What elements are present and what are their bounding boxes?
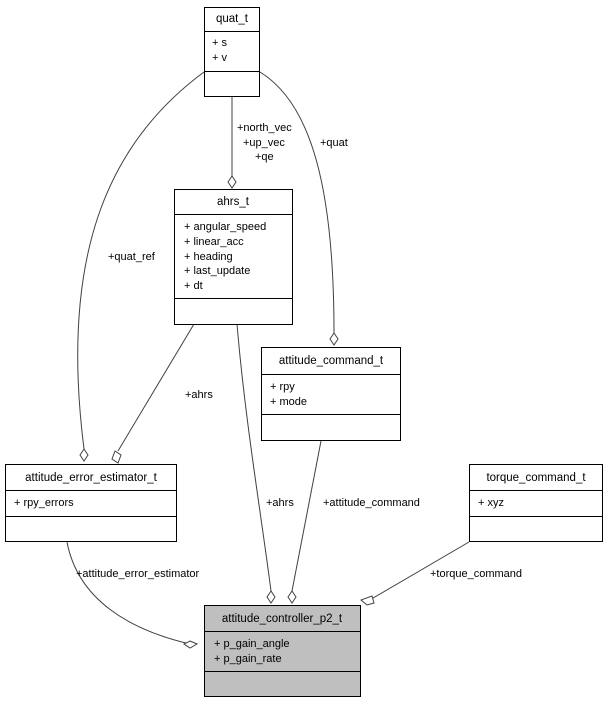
class-attitude-command-t[interactable]: attitude_command_t + rpy + mode <box>261 347 401 441</box>
aggregation-diamond-attitude-command <box>329 332 339 346</box>
edge-label-ahrs-controller: +ahrs <box>266 497 294 509</box>
class-box <box>469 464 603 542</box>
edge-quat-attitude-command <box>259 71 335 334</box>
class-title: attitude_command_t <box>279 355 384 367</box>
edge-label-torque-command: +torque_command <box>430 568 522 580</box>
edge-error-estimator-controller <box>66 541 191 645</box>
edge-label-quat: +quat <box>320 137 348 149</box>
edge-label-ahrs-estimator: +ahrs <box>185 389 213 401</box>
edge-ahrs-controller <box>236 323 272 592</box>
class-attitude-error-estimator-t[interactable]: attitude_error_estimator_t + rpy_errors <box>5 464 177 542</box>
class-title: ahrs_t <box>217 196 250 208</box>
class-member: + p_gain_rate <box>214 653 282 665</box>
class-box <box>174 189 293 325</box>
edge-label-up-vec: +up_vec <box>243 137 285 149</box>
edge-attitude-command-controller <box>291 440 322 592</box>
class-box <box>204 7 260 97</box>
edge-torque-command-controller <box>367 541 470 602</box>
class-title: torque_command_t <box>486 472 586 484</box>
class-box <box>261 347 401 441</box>
class-member: + s <box>212 37 227 49</box>
edge-label-attitude-error-estimator: +attitude_error_estimator <box>76 568 200 580</box>
class-attitude-controller-p2-t[interactable]: attitude_controller_p2_t + p_gain_angle … <box>204 605 361 697</box>
class-member: + rpy <box>270 381 295 393</box>
class-title: attitude_error_estimator_t <box>25 472 157 484</box>
class-member: + angular_speed <box>184 221 266 233</box>
aggregation-diamond-ahrs <box>227 175 237 189</box>
class-member: + p_gain_angle <box>214 638 290 650</box>
edge-label-north-vec: +north_vec <box>237 122 292 134</box>
aggregation-diamond-ahrs-estimator <box>111 450 122 464</box>
edge-label-attitude-command: +attitude_command <box>323 497 420 509</box>
aggregation-diamond-attitude-command-controller <box>287 590 297 604</box>
aggregation-diamond-quat-ref <box>79 448 89 462</box>
class-title: attitude_controller_p2_t <box>222 613 343 625</box>
class-member: + dt <box>184 280 203 292</box>
edge-label-quat-ref: +quat_ref <box>108 251 156 263</box>
edge-ahrs-error-estimator <box>117 323 195 452</box>
aggregation-diamond-torque-command <box>360 595 375 606</box>
class-title: quat_t <box>216 13 249 25</box>
class-box <box>204 605 361 697</box>
class-torque-command-t[interactable]: torque_command_t + xyz <box>469 464 603 542</box>
class-ahrs-t[interactable]: ahrs_t + angular_speed + linear_acc + he… <box>174 189 293 325</box>
class-member: + v <box>212 52 227 64</box>
class-box <box>5 464 177 542</box>
class-member: + last_update <box>184 265 250 277</box>
class-member: + linear_acc <box>184 236 244 248</box>
class-member: + heading <box>184 251 233 263</box>
class-quat-t[interactable]: quat_t + s + v <box>204 7 260 97</box>
class-member: + rpy_errors <box>14 497 74 509</box>
class-member: + xyz <box>478 497 504 509</box>
aggregation-diamond-error-estimator <box>183 640 199 649</box>
aggregation-diamond-ahrs-controller <box>266 590 276 604</box>
edge-label-qe: +qe <box>255 151 274 163</box>
edge-quat-error-estimator <box>77 71 205 450</box>
class-member: + mode <box>270 396 307 408</box>
